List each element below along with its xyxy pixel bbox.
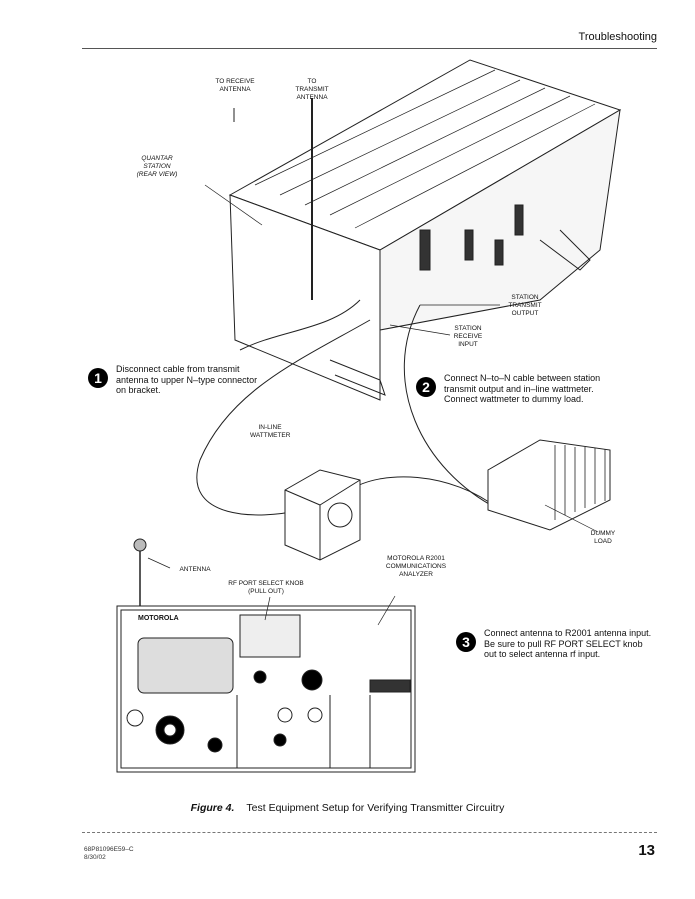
label-receive-antenna: TO RECEIVE ANTENNA xyxy=(215,78,255,93)
step-number: 3 xyxy=(456,632,476,652)
label-dummy-load: DUMMY LOAD xyxy=(590,530,616,545)
doc-number: 68P81096E59–C xyxy=(84,846,134,853)
label-transmit-antenna: TO TRANSMIT ANTENNA xyxy=(295,78,329,101)
figure-number: Figure 4. xyxy=(190,802,235,814)
step-1: 1 Disconnect cable from transmit antenna… xyxy=(88,364,263,396)
step-2: 2 Connect N–to–N cable between station t… xyxy=(416,373,616,405)
label-wattmeter: IN-LINE WATTMETER xyxy=(250,424,291,439)
figure-title: Test Equipment Setup for Verifying Trans… xyxy=(246,802,505,814)
label-transmit-output: STATION TRANSMIT OUTPUT xyxy=(508,294,542,317)
doc-date: 8/30/02 xyxy=(84,854,106,861)
antenna-cables xyxy=(133,98,501,700)
label-receive-input: STATION RECEIVE INPUT xyxy=(453,325,483,348)
section-header: Troubleshooting xyxy=(578,31,657,43)
step-number: 2 xyxy=(416,377,436,397)
step-number: 1 xyxy=(88,368,108,388)
step-3: 3 Connect antenna to R2001 antenna input… xyxy=(456,628,656,660)
label-antenna: ANTENNA xyxy=(179,566,211,573)
page-number: 13 xyxy=(638,842,655,859)
quantar-station xyxy=(228,59,622,401)
wattmeter xyxy=(284,469,361,561)
dummy-load xyxy=(487,439,611,531)
label-analyzer: MOTOROLA R2001 COMMUNICATIONS ANALYZER xyxy=(385,555,447,578)
analyzer-brand-logo: MOTOROLA xyxy=(138,615,179,622)
footer-rule xyxy=(82,832,657,833)
step-text: Connect antenna to R2001 antenna input. … xyxy=(484,628,652,659)
step-text: Connect N–to–N cable between station tra… xyxy=(444,373,601,404)
r2001-analyzer xyxy=(116,605,416,773)
step-text: Disconnect cable from transmit antenna t… xyxy=(116,364,258,395)
label-station: QUANTAR STATION (REAR VIEW) xyxy=(136,155,178,178)
leader-lines xyxy=(147,184,599,626)
header-rule xyxy=(82,48,657,49)
label-rf-port-knob: RF PORT SELECT KNOB (PULL OUT) xyxy=(228,580,304,595)
figure-caption: Figure 4. Test Equipment Setup for Verify… xyxy=(0,802,695,814)
